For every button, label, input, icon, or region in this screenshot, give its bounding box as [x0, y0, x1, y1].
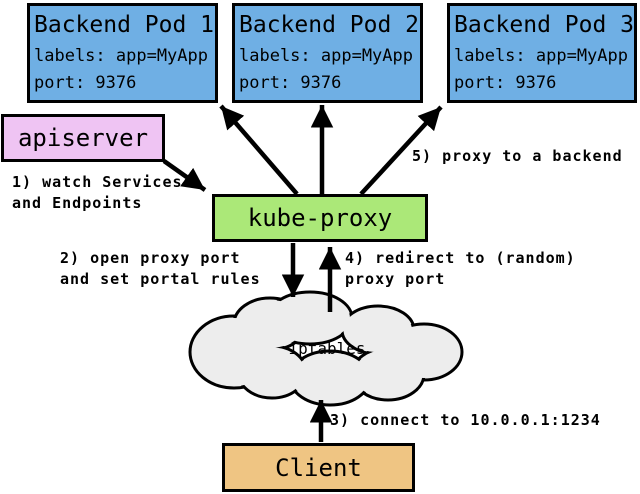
- iptables-label: iptables: [288, 339, 366, 358]
- client-box: Client: [222, 443, 415, 492]
- annotation-step1-watch-services: 1) watch Services and Endpoints: [12, 173, 183, 212]
- pod-title: Backend Pod 3: [454, 12, 635, 38]
- backend-pod-2-box: Backend Pod 2 labels: app=MyApp port: 93…: [232, 3, 423, 103]
- annotation-step5-proxy-to-backend: 5) proxy to a backend: [412, 147, 623, 165]
- arrow-kube-proxy-to-pod1: [219, 104, 299, 196]
- pod-port: port: 9376: [454, 73, 557, 93]
- pod-port: port: 9376: [239, 73, 342, 93]
- pod-labels: labels: app=MyApp: [454, 46, 628, 66]
- pod-labels: labels: app=MyApp: [34, 46, 208, 66]
- pod-title: Backend Pod 2: [239, 12, 420, 38]
- annotation-step4-redirect: 4) redirect to (random) proxy port: [345, 249, 576, 288]
- iptables-cloud: [188, 290, 464, 407]
- kube-proxy-box: kube-proxy: [212, 194, 428, 242]
- backend-pod-1-box: Backend Pod 1 labels: app=MyApp port: 93…: [27, 3, 218, 103]
- arrow-kube-proxy-to-pod3: [359, 105, 443, 196]
- pod-labels: labels: app=MyApp: [239, 46, 413, 66]
- apiserver-box: apiserver: [1, 114, 165, 162]
- pod-title: Backend Pod 1: [34, 12, 215, 38]
- pod-port: port: 9376: [34, 73, 137, 93]
- backend-pod-3-box: Backend Pod 3 labels: app=MyApp port: 93…: [447, 3, 637, 103]
- annotation-step3-connect: 3) connect to 10.0.0.1:1234: [330, 411, 601, 429]
- annotation-step2-open-proxy-port: 2) open proxy port and set portal rules: [60, 249, 261, 288]
- arrow-apiserver-to-kube-proxy: [162, 159, 207, 192]
